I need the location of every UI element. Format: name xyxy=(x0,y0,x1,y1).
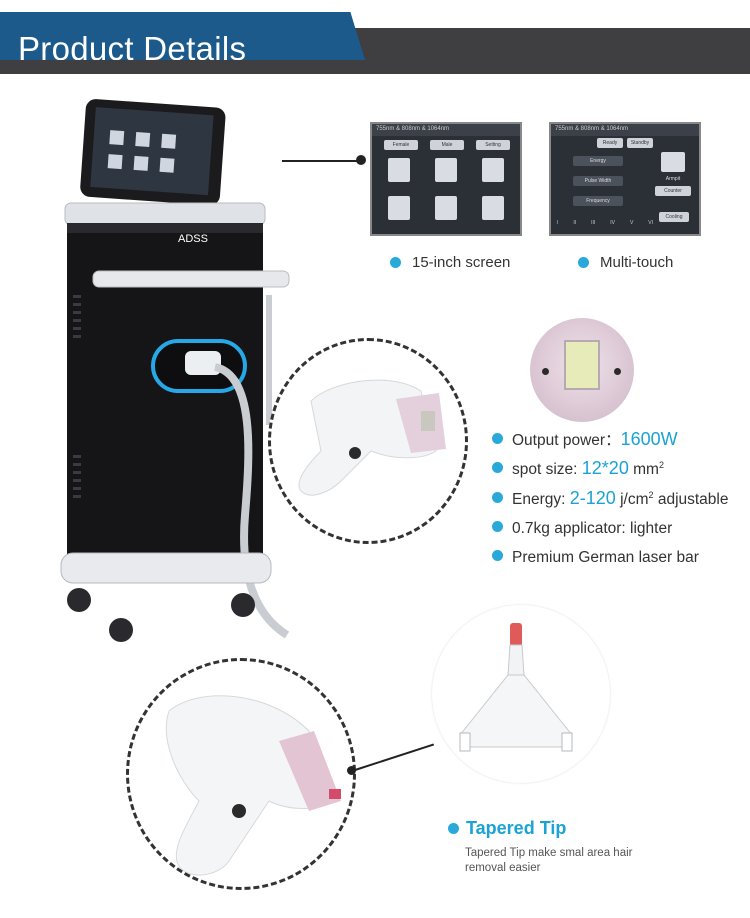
feature-multi-touch: Multi-touch xyxy=(600,254,674,271)
body-area-tile xyxy=(388,196,410,220)
spec-energy: Energy: 2-120 j/cm2 adjustable xyxy=(492,488,750,509)
screen-thumbnail-parameters: 755nm & 808nm & 1064nm Ready Standby Ene… xyxy=(549,122,701,236)
bullet-dot xyxy=(492,521,503,532)
handpiece-side-zoom-circle xyxy=(126,658,356,890)
screen-b-row-pulse-width: Pulse Width xyxy=(573,176,623,186)
bullet-dot xyxy=(492,550,503,561)
screen-b-row-frequency: Frequency xyxy=(573,196,623,206)
laser-window xyxy=(564,340,600,390)
level-item: II xyxy=(573,220,577,226)
spec-unit: mm xyxy=(628,461,659,478)
screen-a-header: 755nm & 808nm & 1064nm xyxy=(372,124,520,136)
header-title-banner: Product Details xyxy=(0,12,365,60)
spec-value: 12*20 xyxy=(581,458,629,478)
screw-dot xyxy=(614,368,621,375)
spec-unit: j/cm xyxy=(615,491,649,508)
screen-callout-line xyxy=(282,160,362,162)
bullet-dot xyxy=(578,257,589,268)
page-title: Product Details xyxy=(18,30,247,67)
level-item: I xyxy=(557,220,559,226)
screen-b-cooling-label: Cooling xyxy=(659,212,689,222)
handpiece-side-image xyxy=(165,695,341,876)
spec-label: Premium German laser bar xyxy=(512,549,699,566)
bullet-dot xyxy=(492,462,503,473)
feature-screen-size: 15-inch screen xyxy=(412,254,511,271)
spec-value: 1600W xyxy=(620,429,678,449)
screen-a-tab-setting: Setting xyxy=(476,140,510,150)
header: Product Details xyxy=(0,0,750,74)
spec-label: 0.7kg applicator: lighter xyxy=(512,520,673,537)
spec-suffix: adjustable xyxy=(653,491,729,508)
screen-a-tab-male: Male xyxy=(430,140,464,150)
body-area-tile xyxy=(482,196,504,220)
bullet-dot xyxy=(448,823,459,834)
body-area-tile xyxy=(435,196,457,220)
screw-dot xyxy=(542,368,549,375)
tapered-tip-image xyxy=(459,623,573,752)
screen-b-counter-label: Counter xyxy=(655,186,691,196)
level-item: IV xyxy=(610,220,615,226)
screen-callout-dot xyxy=(356,155,366,165)
spec-value: 2-120 xyxy=(569,488,616,508)
level-item: V xyxy=(629,220,634,226)
screen-thumbnail-mode-select: 755nm & 808nm & 1064nm Female Male Setti… xyxy=(370,122,522,236)
body-area-tile xyxy=(435,158,457,182)
spec-spot-size: spot size: 12*20 mm2 xyxy=(492,458,750,479)
tapered-tip-circle xyxy=(432,605,610,783)
spec-unit-sup: 2 xyxy=(658,460,664,470)
handpiece-zoom-circle xyxy=(268,338,468,544)
bullet-dot xyxy=(492,433,503,444)
spec-label: spot size: xyxy=(512,461,582,478)
level-item: III xyxy=(591,220,596,226)
screen-b-side-label: Armpit xyxy=(665,176,681,182)
armpit-icon xyxy=(661,152,685,172)
screen-b-tab-ready: Ready xyxy=(597,138,623,148)
spec-applicator: 0.7kg applicator: lighter xyxy=(492,520,750,538)
screen-b-row-energy: Energy xyxy=(573,156,623,166)
body-area-tile xyxy=(388,158,410,182)
tip-callout-dot xyxy=(347,766,356,775)
laser-lens-closeup xyxy=(530,318,634,422)
spec-label: Output power xyxy=(512,432,606,449)
tapered-tip-title: Tapered Tip xyxy=(466,818,567,838)
laser-machine-image xyxy=(60,99,290,642)
handpiece-image xyxy=(298,379,446,496)
spec-label: Energy: xyxy=(512,491,570,508)
screen-b-tab-standby: Standby xyxy=(627,138,653,148)
screen-b-header: 755nm & 808nm & 1064nm xyxy=(551,124,699,136)
spec-unit-sup: 2 xyxy=(648,490,654,500)
spec-laser-bar: Premium German laser bar xyxy=(492,549,750,567)
bullet-dot xyxy=(390,257,401,268)
bullet-dot xyxy=(492,492,503,503)
screen-b-levels: I II III IV V VI xyxy=(557,220,653,226)
machine-brand-label: ADSS xyxy=(178,233,208,245)
tapered-tip-description: Tapered Tip make smal area hair removal … xyxy=(465,847,633,874)
spec-output-power: Output power：1600W xyxy=(492,428,750,450)
spec-separator: ： xyxy=(605,432,621,449)
body-area-tile xyxy=(482,158,504,182)
screen-a-tab-female: Female xyxy=(384,140,418,150)
level-item: VI xyxy=(648,220,653,226)
tip-callout-line xyxy=(351,743,435,772)
